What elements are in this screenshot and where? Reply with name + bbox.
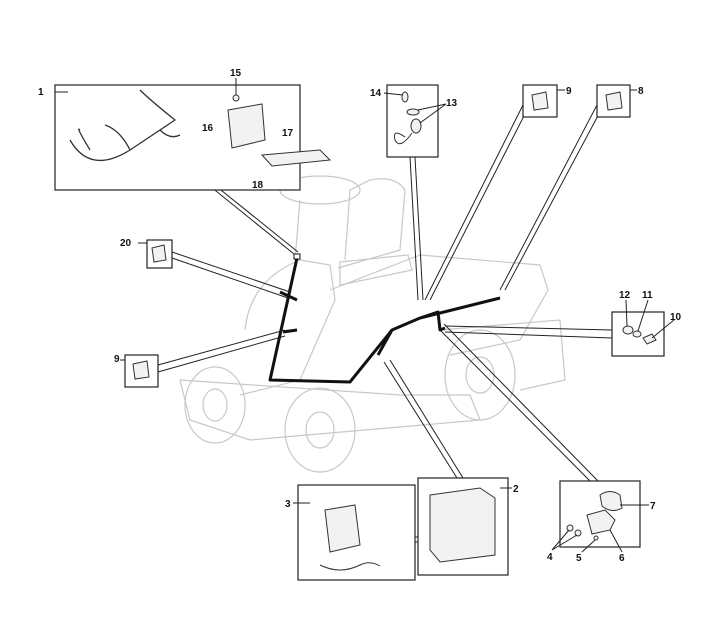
callout-10: 10 [670, 312, 682, 323]
callout-5: 5 [576, 553, 582, 564]
switch-8-box[interactable] [596, 84, 631, 118]
callout-11: 11 [642, 290, 653, 301]
callout-14: 14 [370, 88, 382, 99]
control-unit-part [227, 103, 266, 149]
callout-4: 4 [547, 552, 553, 563]
callout-20: 20 [120, 238, 132, 249]
charger-part [324, 504, 361, 553]
callout-18: 18 [252, 180, 264, 191]
wiring-harness-part [69, 89, 181, 162]
callout-3: 3 [285, 499, 291, 510]
callout-9-left: 9 [114, 354, 120, 365]
callout-17: 17 [282, 128, 294, 139]
battery-part [429, 487, 496, 563]
callout-8: 8 [638, 86, 644, 97]
callout-9-top: 9 [566, 86, 572, 97]
callout-1: 1 [38, 87, 44, 98]
callout-labels: 1 15 16 17 18 14 13 9 8 20 9 12 11 10 3 … [38, 68, 682, 564]
callout-16: 16 [202, 123, 214, 134]
callout-13: 13 [446, 98, 458, 109]
tractor-outline [179, 175, 566, 473]
wiring-harness [268, 257, 501, 384]
bracket-part [260, 149, 332, 167]
callout-2: 2 [513, 484, 519, 495]
callout-7: 7 [650, 501, 656, 512]
screw-part [232, 94, 240, 102]
callout-6: 6 [619, 553, 625, 564]
callout-12: 12 [619, 290, 631, 301]
callout-15: 15 [230, 68, 242, 79]
